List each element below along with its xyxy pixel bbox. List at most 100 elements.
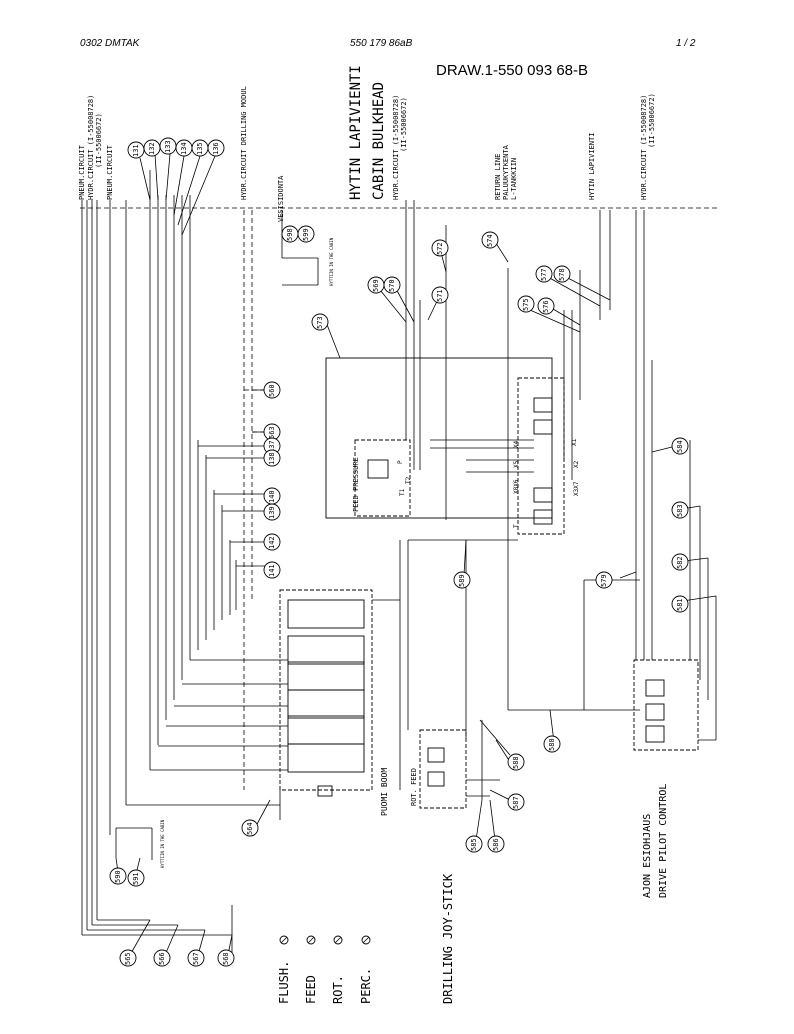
svg-text:136: 136 [212, 142, 220, 155]
svg-text:563: 563 [268, 426, 276, 439]
svg-text:567: 567 [192, 952, 200, 965]
port-t1: T1 [399, 488, 406, 496]
svg-text:589: 589 [458, 574, 466, 587]
bubble-567: 567 [187, 949, 205, 967]
in-cabin-label-1: HYTTIIN IN THE CABIN [329, 237, 334, 286]
svg-text:574: 574 [486, 234, 494, 247]
connector-symbols [279, 935, 371, 945]
paluukytkenta-label: PALUUKYTKENTA [502, 144, 510, 200]
rot-label: ROT. [331, 975, 345, 1004]
svg-text:571: 571 [436, 289, 444, 302]
in-cabin-switch-bottom [115, 827, 153, 860]
bubble-591: 591 [127, 869, 145, 887]
header-document-code: 0302 DMTAK [80, 38, 140, 49]
puomi-boom-label: PUOMI BOOM [380, 768, 389, 816]
bubble-580: 580 [543, 735, 561, 753]
svg-text:132: 132 [148, 142, 156, 155]
bubble-574: 574 [481, 231, 499, 249]
boom-valve-block [126, 540, 401, 820]
in-cabin-switch-top [281, 210, 319, 286]
bubble-564: 564 [241, 819, 259, 837]
port-x2: X2 [573, 460, 580, 468]
bubble-584: 584 [671, 437, 689, 455]
drive-pilot-control-block [583, 210, 717, 751]
bubble-586: 586 [487, 835, 505, 853]
pneum-circuit-label-1: PNEUM.CIRCUIT [78, 144, 86, 200]
bubble-134: 134 [175, 139, 193, 157]
svg-text:566: 566 [158, 952, 166, 965]
svg-text:599: 599 [302, 228, 310, 241]
l-tankkiin-label: L-TANKKIIN [510, 158, 518, 200]
svg-text:141: 141 [268, 564, 276, 577]
bubble-590: 590 [109, 867, 127, 885]
bubble-569: 569 [367, 276, 385, 294]
bubble-133: 133 [159, 137, 177, 155]
left-trunk-lines [81, 195, 253, 935]
hydr-circuit-ref2-label: (II-55006672) [95, 113, 103, 168]
bubble-136: 136 [207, 139, 225, 157]
bubble-576: 576 [537, 297, 555, 315]
svg-text:137: 137 [268, 440, 276, 453]
svg-text:598: 598 [286, 228, 294, 241]
control-block-right [430, 210, 640, 711]
drilling-joystick-label: DRILLING JOY-STICK [441, 873, 455, 1004]
svg-text:586: 586 [492, 838, 500, 851]
bubble-581: 581 [671, 595, 689, 613]
hydr-circuit-ref-label: HYDR.CIRCUIT (I-55008728) [87, 95, 95, 200]
bubble-577: 577 [535, 265, 553, 283]
bubble-135: 135 [191, 139, 209, 157]
svg-text:583: 583 [676, 504, 684, 517]
svg-text:573: 573 [316, 316, 324, 329]
svg-text:135: 135 [196, 142, 204, 155]
svg-text:587: 587 [512, 796, 520, 809]
svg-text:578: 578 [558, 268, 566, 281]
hydr-circuit-right2-label: (II-55006672) [648, 93, 656, 148]
svg-text:579: 579 [600, 574, 608, 587]
ajon-esiohjaus-label: AJON ESIOHJAUS [642, 814, 653, 898]
bubble-leaders [115, 153, 717, 956]
svg-text:569: 569 [372, 279, 380, 292]
cabin-bulkhead-label: CABIN BULKHEAD [371, 82, 387, 200]
rot-feed-label: ROT. FEED [410, 768, 418, 806]
hydr-circuit-right-label: HYDR.CIRCUIT (I-55008728) [640, 95, 648, 200]
bubble-571: 571 [431, 286, 449, 304]
hytin-lapivienti-big-label: HYTIN LAPIVIENTI [348, 65, 364, 200]
bubble-587: 587 [507, 793, 525, 811]
svg-text:131: 131 [132, 144, 140, 157]
perc-label: PERC. [359, 968, 373, 1004]
svg-text:139: 139 [268, 506, 276, 519]
port-t2: T2 [405, 476, 412, 484]
bubble-565: 565 [119, 949, 137, 967]
bubble-560: 560 [263, 381, 281, 399]
port-x3x7: X3X7 [573, 481, 580, 496]
svg-text:138: 138 [268, 452, 276, 465]
feed-label: FEED [304, 975, 318, 1004]
svg-text:564: 564 [246, 822, 254, 835]
bubble-568: 568 [217, 949, 235, 967]
feed-pressure-label: FEED PRESSURE [352, 457, 360, 512]
port-x1: X1 [571, 438, 578, 446]
svg-text:585: 585 [470, 838, 478, 851]
svg-text:581: 581 [676, 598, 684, 611]
port-x8: X8X6 [513, 479, 520, 494]
svg-text:572: 572 [436, 242, 444, 255]
svg-text:588: 588 [512, 756, 520, 769]
svg-text:590: 590 [114, 870, 122, 883]
svg-text:568: 568 [222, 952, 230, 965]
in-cabin-label-2: HYTTIIN IN THE CABIN [160, 819, 165, 868]
svg-text:142: 142 [268, 536, 276, 549]
svg-text:560: 560 [268, 384, 276, 397]
bubble-566: 566 [153, 949, 171, 967]
port-p: P [397, 460, 404, 464]
bubble-573: 573 [311, 313, 329, 331]
bubble-138: 138 [263, 449, 281, 467]
pneum-circuit-label-2: PNEUM.CIRCUIT [106, 144, 114, 200]
bubble-588: 588 [507, 753, 525, 771]
bubble-582: 582 [671, 553, 689, 571]
header-part-number: 550 179 86aB [350, 38, 413, 49]
hytin-lapivienti-small-label: HYTIN LAPIVIENTI [588, 133, 596, 200]
svg-text:591: 591 [132, 872, 140, 885]
bubble-583: 583 [671, 501, 689, 519]
svg-text:570: 570 [388, 279, 396, 292]
